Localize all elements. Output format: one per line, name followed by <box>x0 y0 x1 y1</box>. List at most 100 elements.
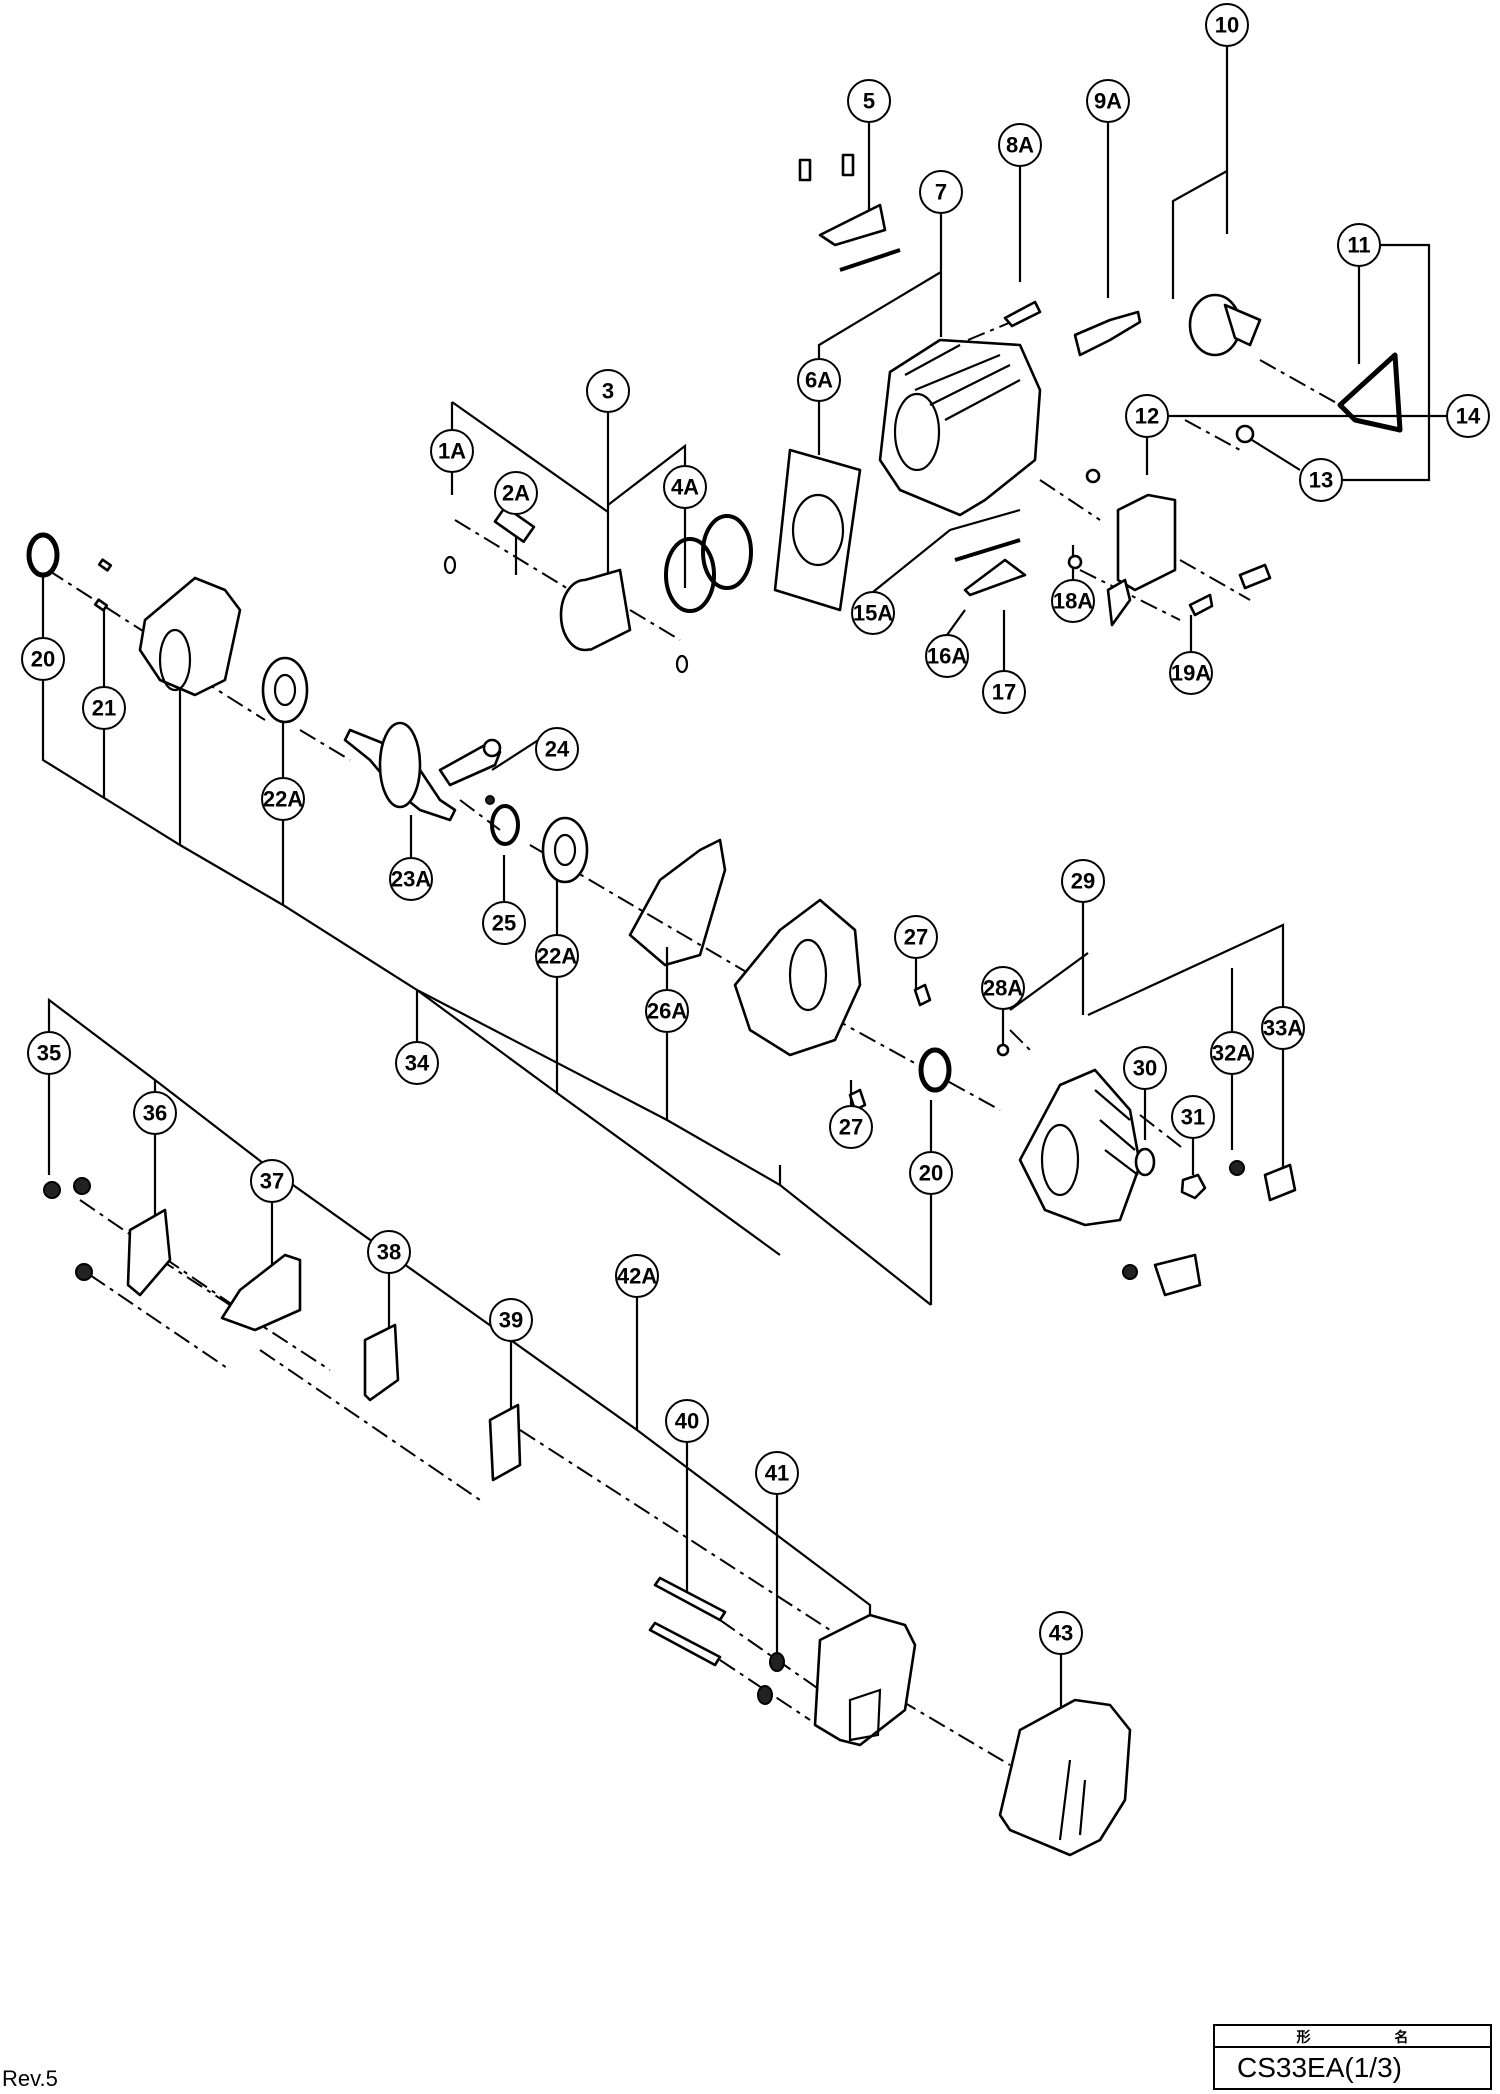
callout-label: 20 <box>31 647 55 672</box>
callout-label: 24 <box>545 737 570 762</box>
callout-15a: 15A <box>851 591 895 635</box>
bearing-part <box>541 816 589 884</box>
muffler-cover-part <box>998 1698 1132 1857</box>
callout-22a: 22A <box>261 777 305 821</box>
callout-label: 11 <box>1347 233 1370 258</box>
plate-part-17 <box>963 558 1027 597</box>
callout-3: 3 <box>586 369 630 413</box>
callout-28a: 28A <box>981 966 1025 1010</box>
callout-34: 34 <box>395 1041 439 1085</box>
oil-seal-part <box>26 532 60 578</box>
callout-20-b: 20 <box>909 1151 953 1195</box>
callout-label: 6A <box>805 368 833 393</box>
callout-label: 18A <box>1053 589 1093 614</box>
callout-10: 10 <box>1205 3 1249 47</box>
callout-label: 20 <box>919 1161 943 1186</box>
part-drawings <box>26 153 1403 1857</box>
callout-40: 40 <box>665 1399 709 1443</box>
pipe-part <box>1337 352 1403 433</box>
gasket-38 <box>363 1323 400 1402</box>
callout-31: 31 <box>1171 1095 1215 1139</box>
callout-label: 30 <box>1133 1056 1157 1081</box>
callout-label: 1A <box>438 439 466 464</box>
callout-16a: 16A <box>925 634 969 678</box>
callout-6a: 6A <box>797 358 841 402</box>
callout-13: 13 <box>1299 458 1343 502</box>
callout-label: 40 <box>675 1409 699 1434</box>
callout-label: 27 <box>839 1115 863 1140</box>
cylinder-part <box>878 338 1042 517</box>
callout-43: 43 <box>1039 1611 1083 1655</box>
callout-label: 22A <box>537 944 577 969</box>
insulator-part <box>1116 493 1177 592</box>
callout-label: 16A <box>927 644 967 669</box>
callout-14: 14 <box>1446 394 1490 438</box>
model-number: CS33EA(1/3) <box>1237 2052 1402 2083</box>
callout-label: 5 <box>863 89 875 114</box>
callout-9a: 9A <box>1086 79 1130 123</box>
callout-label: 13 <box>1309 468 1333 493</box>
callout-label: 3 <box>602 379 614 404</box>
callout-18a: 18A <box>1051 579 1095 623</box>
muffler-part <box>813 1613 917 1747</box>
callout-7: 7 <box>919 170 963 214</box>
callout-label: 37 <box>260 1169 284 1194</box>
callout-label: 12 <box>1135 404 1159 429</box>
plate-39 <box>488 1403 522 1482</box>
callout-label: 19A <box>1171 661 1211 686</box>
bolt-40 <box>648 1621 722 1667</box>
callout-17: 17 <box>982 670 1026 714</box>
leader-lines <box>41 46 1447 1710</box>
title-block: 形 名 CS33EA(1/3) <box>1213 2024 1492 2090</box>
callout-21: 21 <box>82 686 126 730</box>
spark-plug-part <box>1073 310 1142 357</box>
bearing-part <box>261 656 309 724</box>
callout-label: 31 <box>1181 1105 1205 1130</box>
callout-2a: 2A <box>494 471 538 515</box>
callout-label: 4A <box>671 475 699 500</box>
callout-38: 38 <box>367 1230 411 1274</box>
callout-35: 35 <box>27 1031 71 1075</box>
callout-label: 29 <box>1071 869 1095 894</box>
callout-27-b: 27 <box>829 1105 873 1149</box>
callout-1a: 1A <box>430 429 474 473</box>
callout-label: 17 <box>992 680 1016 705</box>
callout-36: 36 <box>133 1091 177 1135</box>
callout-label: 2A <box>502 481 530 506</box>
callouts: 10 5 9A 8A 7 11 3 6A 12 14 13 1A 2A 4A 1… <box>21 3 1490 1655</box>
callout-label: 26A <box>647 999 687 1024</box>
callout-33a: 33A <box>1261 1006 1305 1050</box>
crankcase-left-part <box>138 576 242 697</box>
callout-label: 39 <box>499 1308 523 1333</box>
callout-20: 20 <box>21 637 65 681</box>
piston-ring <box>701 514 753 590</box>
callout-5: 5 <box>847 79 891 123</box>
callout-label: 8A <box>1006 133 1034 158</box>
callout-32a: 32A <box>1210 1031 1254 1075</box>
callout-label: 32A <box>1212 1041 1252 1066</box>
gasket-36 <box>126 1208 172 1297</box>
crankcase-right-part <box>733 898 862 1057</box>
callout-30: 30 <box>1123 1046 1167 1090</box>
callout-label: 15A <box>853 601 893 626</box>
callout-11: 11 <box>1337 223 1381 267</box>
piston-ring <box>664 537 716 613</box>
callout-37: 37 <box>250 1159 294 1203</box>
callout-label: 33A <box>1263 1016 1303 1041</box>
callout-label: 21 <box>92 696 116 721</box>
callout-label: 36 <box>143 1101 167 1126</box>
callout-label: 22A <box>263 787 303 812</box>
callout-8a: 8A <box>998 123 1042 167</box>
callout-27: 27 <box>894 915 938 959</box>
oil-seal-part <box>918 1047 952 1093</box>
callout-41: 41 <box>755 1451 799 1495</box>
callout-label: 25 <box>492 911 516 936</box>
title-block-header: 形 名 <box>1215 2026 1490 2048</box>
callout-4a: 4A <box>663 465 707 509</box>
callout-39: 39 <box>489 1298 533 1342</box>
callout-label: 42A <box>617 1264 657 1289</box>
callout-24: 24 <box>535 727 579 771</box>
callout-label: 34 <box>405 1051 430 1076</box>
callout-12: 12 <box>1125 394 1169 438</box>
